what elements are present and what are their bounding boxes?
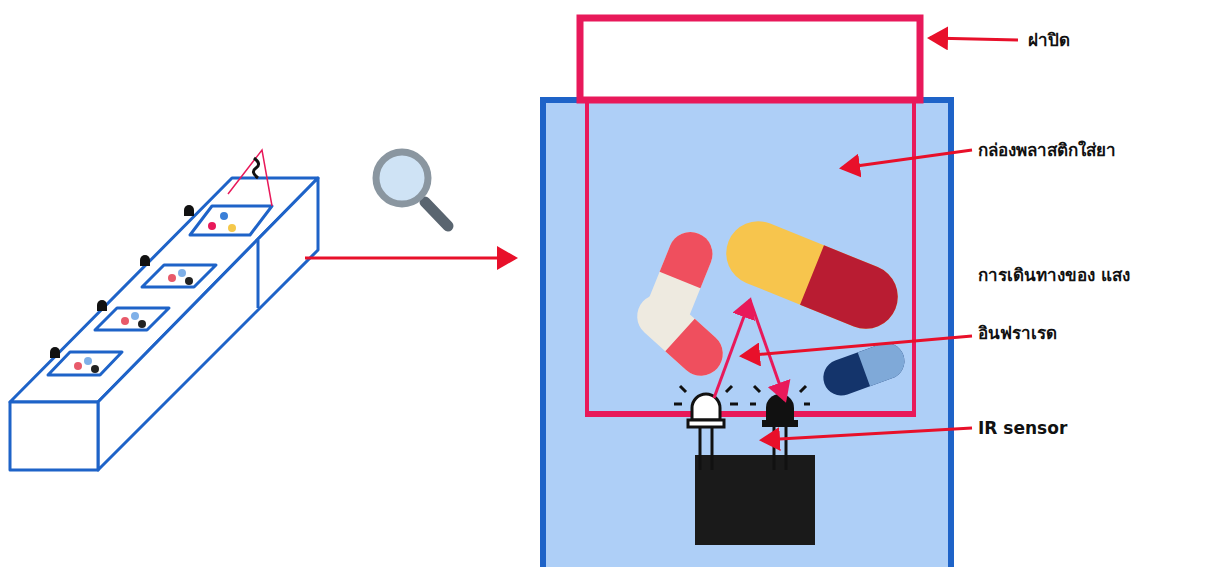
mini-pills: [50, 150, 272, 373]
ir-path-label: การเดินทางของ แสงอินฟราเรด: [978, 246, 1143, 362]
box-label: กล่องพลาสติกใส่ยา: [978, 138, 1198, 162]
ir-light-path: [714, 300, 785, 400]
sensor-label: IR sensor: [978, 416, 1178, 440]
ir-sensor: [674, 386, 815, 545]
pills: [628, 212, 909, 401]
pill-box: [543, 18, 951, 567]
leader-arrows: [742, 38, 1018, 440]
pill-organizer: [10, 178, 318, 470]
magnifier-icon: [376, 152, 448, 226]
zoom-arrow: [305, 257, 515, 260]
lid-label: ฝาปิด: [1028, 28, 1188, 52]
